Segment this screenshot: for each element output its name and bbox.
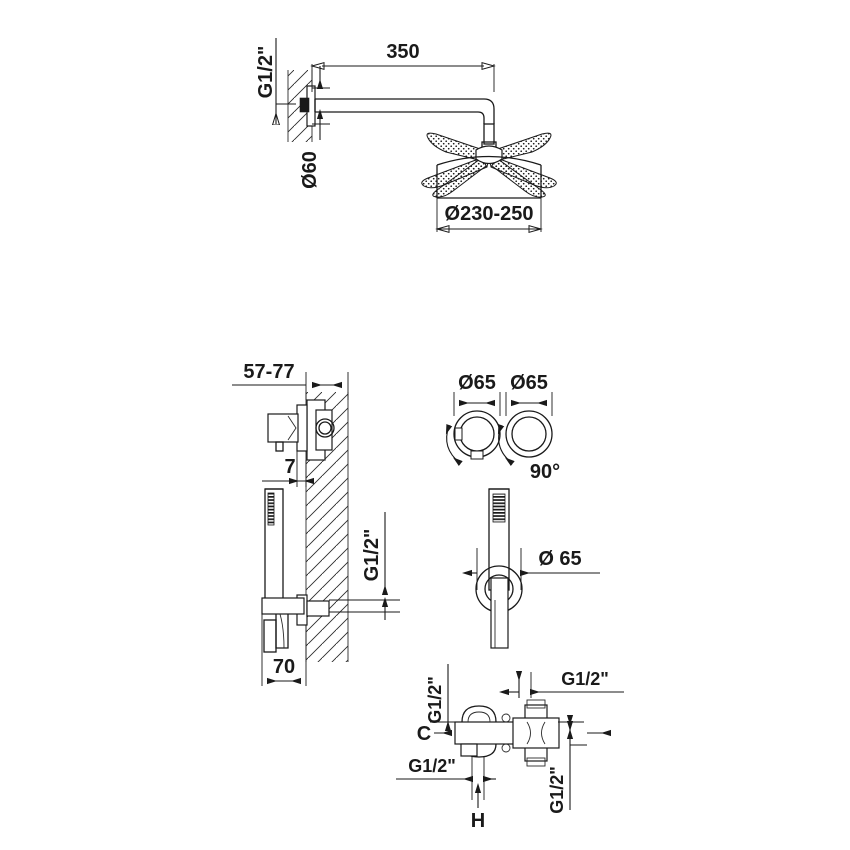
dim-handle-right-diameter: Ø65 bbox=[505, 372, 553, 416]
label-handle-right-diameter: Ø65 bbox=[510, 372, 548, 394]
label-handle-left-diameter: Ø65 bbox=[458, 372, 496, 394]
label-holder-offset: 70 bbox=[273, 656, 295, 678]
label-rotation-angle: 90° bbox=[530, 461, 560, 483]
label-inlet-thread-overhead: G1/2" bbox=[255, 46, 277, 99]
mixer-cross-handle bbox=[512, 699, 560, 767]
label-mixer-bottom-right-thread: G1/2" bbox=[547, 766, 567, 814]
label-wall-depth: 57-77 bbox=[243, 361, 294, 383]
label-projection: 7 bbox=[284, 456, 295, 478]
dim-hand-shower-outlet-diameter: Ø 65 bbox=[462, 548, 600, 590]
dim-mixer-top-right-thread: G1/2" bbox=[499, 669, 624, 698]
label-hot-port: H bbox=[471, 810, 485, 832]
shower-head-rosette bbox=[421, 132, 557, 199]
rosette-arms bbox=[421, 132, 557, 198]
label-arm-length: 350 bbox=[386, 41, 419, 63]
hand-shower-side bbox=[264, 488, 284, 604]
hand-shower-holder-section bbox=[261, 594, 330, 653]
label-head-diameter: Ø230-250 bbox=[445, 203, 534, 225]
label-mixer-top-right-thread: G1/2" bbox=[561, 669, 609, 689]
handle-left bbox=[453, 410, 501, 460]
label-mixer-top-left-thread: G1/2" bbox=[425, 676, 445, 724]
shower-arm-tube bbox=[314, 98, 495, 124]
dim-head-diameter: Ø230-250 bbox=[435, 198, 543, 234]
rotation-arrows: 90° bbox=[445, 424, 560, 483]
hand-shower-wand bbox=[488, 488, 510, 591]
dim-arm-length: 350 bbox=[310, 41, 496, 92]
dim-inlet-thread-overhead: G1/2" bbox=[255, 38, 296, 124]
valve-escutcheon-section bbox=[267, 404, 308, 452]
view-overhead-shower: G1/2" 350 Ø60 Ø230-250 bbox=[255, 38, 557, 234]
view-hand-shower-front: Ø 65 bbox=[462, 488, 600, 649]
label-mixer-bottom-left-thread: G1/2" bbox=[408, 756, 456, 776]
dim-mixer-bottom-right-thread: G1/2" bbox=[547, 715, 611, 814]
dim-projection: 7 bbox=[262, 451, 314, 487]
dim-outlet-thread-section: G1/2" bbox=[329, 512, 400, 620]
label-outlet-thread-section: G1/2" bbox=[361, 529, 383, 582]
label-cold-port-group: C bbox=[417, 723, 452, 745]
view-wall-section: 57-77 7 G1/2" 70 bbox=[232, 361, 400, 686]
dim-mixer-top-left-thread: G1/2" bbox=[425, 664, 458, 731]
dim-holder-offset: 70 bbox=[261, 614, 307, 686]
view-mixer-valve: G1/2" G1/2" C G1/2" H bbox=[396, 664, 624, 832]
mixer-valve-body bbox=[454, 705, 531, 758]
dim-mixer-bottom-left-thread: G1/2" H bbox=[396, 756, 496, 832]
label-flange-diameter: Ø60 bbox=[299, 151, 321, 189]
label-cold-port: C bbox=[417, 723, 431, 745]
hand-shower-wall-outlet bbox=[475, 565, 523, 649]
view-control-handles: 90° Ø65 Ø65 bbox=[445, 372, 560, 483]
dim-handle-left-diameter: Ø65 bbox=[453, 372, 501, 416]
dim-flange-diameter: Ø60 bbox=[299, 66, 330, 189]
shower-drop-pipe bbox=[481, 123, 497, 150]
dim-wall-depth: 57-77 bbox=[232, 361, 349, 400]
label-hand-shower-outlet-diameter: Ø 65 bbox=[538, 548, 581, 570]
concealed-valve-body bbox=[306, 399, 335, 461]
handle-right bbox=[505, 410, 553, 458]
